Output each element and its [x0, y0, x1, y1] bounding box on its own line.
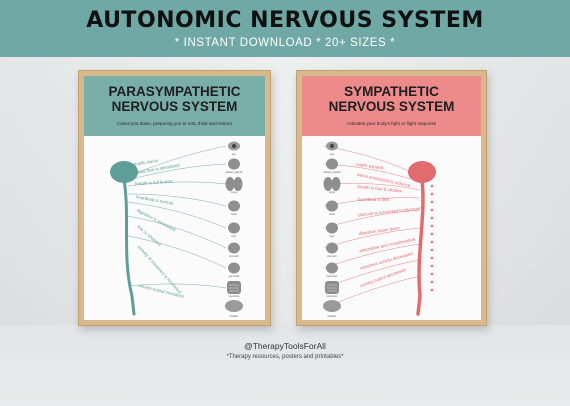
ganglion-dot [430, 240, 434, 244]
pancreas-icon: pancreas [326, 262, 338, 278]
banner-title: AUTONOMIC NERVOUS SYSTEM [86, 8, 484, 33]
brain-icon [408, 161, 436, 183]
organ-label: bladder [230, 314, 239, 318]
intestines-icon: intestines [325, 281, 339, 298]
banner-subtitle: * INSTANT DOWNLOAD * 20+ SIZES * [174, 37, 396, 49]
liver-icon: liver [228, 222, 240, 238]
poster-mat: PARASYMPATHETIC NERVOUS SYSTEM Calms you… [84, 76, 265, 320]
effect-label: digestion slows down [358, 225, 400, 236]
organ-label: stomach [229, 254, 239, 258]
lungs-icon: lungs [225, 177, 243, 194]
poster-title-line1: SYMPATHETIC [344, 84, 439, 99]
organ-label: eye [232, 153, 237, 156]
organ-label: stomach [327, 254, 337, 258]
organ-label: heart [231, 212, 237, 216]
ganglion-dot [430, 208, 434, 212]
nerve-line [127, 201, 227, 229]
salivary-glands-icon: salivary glands [225, 158, 243, 174]
heart-icon: heart [326, 200, 338, 216]
poster-title-line2: NERVOUS SYSTEM [328, 99, 455, 114]
organ-label: lungs [329, 190, 336, 194]
effect-label: adrenaline and noradrenaline [359, 236, 416, 253]
creator-handle: @TherapyToolsForAll [244, 341, 326, 351]
ganglion-dot [430, 280, 434, 284]
organ-label: eye [330, 153, 335, 156]
salivary-glands-icon: salivary glands [323, 158, 341, 174]
header-banner: AUTONOMIC NERVOUS SYSTEM * INSTANT DOWNL… [0, 0, 570, 57]
sympathetic-poster-frame: SYMPATHETIC NERVOUS SYSTEM Activates you… [296, 70, 487, 326]
organ-label: intestines [229, 294, 241, 298]
bladder-icon: bladder [225, 300, 243, 318]
parasympathetic-poster-frame: PARASYMPATHETIC NERVOUS SYSTEM Calms you… [78, 70, 271, 326]
stomach-icon: stomach [326, 242, 338, 258]
poster-header: SYMPATHETIC NERVOUS SYSTEM Activates you… [302, 76, 481, 136]
ganglion-dot [430, 232, 434, 236]
ganglion-dot [430, 272, 434, 276]
nerve-line [127, 193, 227, 207]
organ-label: liver [232, 234, 237, 238]
poster-title-line2: NERVOUS SYSTEM [111, 99, 238, 114]
poster-caption: Calms you down, preparing you to rest, t… [116, 121, 233, 126]
effect-label: heartbeat is fast [358, 197, 390, 202]
brain-icon [110, 161, 138, 183]
ganglion-dot [430, 216, 434, 220]
ganglion-dot [430, 256, 434, 260]
effect-label: breath is full & slow [135, 179, 174, 187]
ganglion-dot [430, 192, 434, 196]
stomach-icon: stomach [228, 242, 240, 258]
poster-mat: SYMPATHETIC NERVOUS SYSTEM Activates you… [302, 76, 481, 320]
ganglion-dot [430, 288, 434, 292]
spinal-cord [416, 178, 425, 316]
poster-title: SYMPATHETIC NERVOUS SYSTEM [302, 84, 481, 114]
organ-label: lungs [231, 190, 238, 194]
poster-title-line1: PARASYMPATHETIC [108, 84, 241, 99]
eye-icon: eye [228, 141, 240, 156]
lungs-icon: lungs [323, 177, 341, 194]
organ-label: heart [329, 212, 335, 216]
organ-label: salivary glands [323, 170, 341, 174]
poster-caption: Activates your body's fight or flight re… [346, 121, 437, 126]
nerve-line [127, 181, 227, 187]
organ-label: salivary glands [225, 170, 243, 174]
effect-label: breath is fast & shallow [357, 184, 403, 194]
nerve-line [127, 283, 227, 289]
organ-label: liver [330, 234, 335, 238]
nerve-line [127, 163, 227, 181]
organ-label: bladder [328, 314, 337, 318]
ganglion-dot [430, 200, 434, 204]
pancreas-icon: pancreas [228, 262, 240, 278]
nerve-line [127, 145, 227, 177]
effect-label: glucose is converted to glycogen [358, 206, 422, 218]
organ-label: intestines [327, 294, 339, 298]
ganglion-dot [430, 184, 434, 188]
heart-icon: heart [228, 200, 240, 216]
nerve-line [127, 215, 227, 249]
ganglion-dot [430, 248, 434, 252]
organ-label: pancreas [327, 274, 338, 278]
creator-tagline: *Therapy resources, posters and printabl… [226, 354, 344, 360]
ganglion-dot [430, 264, 434, 268]
eye-icon: eye [326, 141, 338, 156]
effect-label: heartbeat is normal [136, 194, 174, 205]
liver-icon: liver [326, 222, 338, 238]
floor [0, 325, 570, 406]
ganglion-dot [430, 224, 434, 228]
spinal-cord [122, 178, 136, 316]
effect-label: urinary output decreases [359, 267, 407, 289]
poster-header: PARASYMPATHETIC NERVOUS SYSTEM Calms you… [84, 76, 265, 136]
organ-label: pancreas [229, 274, 240, 278]
effect-label: pupils expand [356, 162, 384, 171]
nerve-line [127, 235, 227, 269]
effect-label: pupils shrink [133, 158, 159, 166]
bladder-icon: bladder [323, 300, 341, 318]
poster-title: PARASYMPATHETIC NERVOUS SYSTEM [84, 84, 265, 114]
intestines-icon: intestines [227, 281, 241, 298]
